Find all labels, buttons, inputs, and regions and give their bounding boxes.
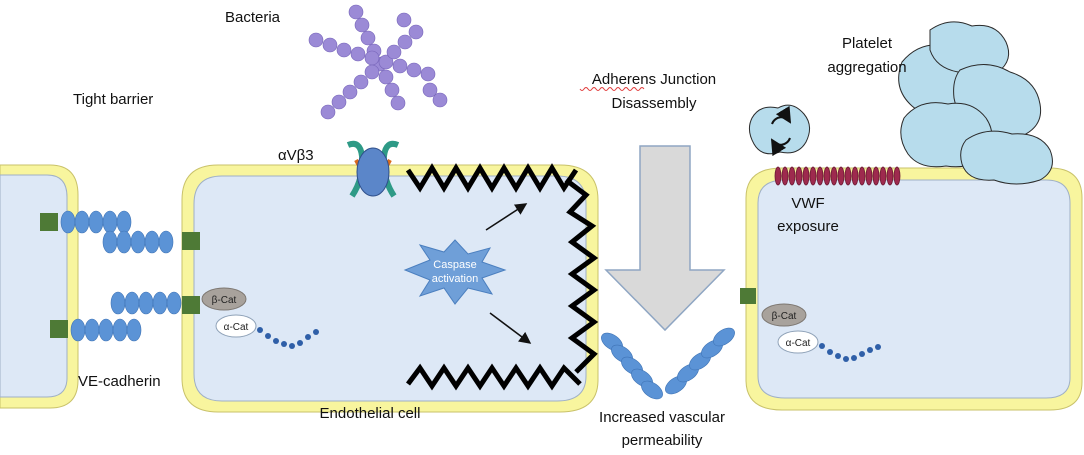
released-ve-cadherin [601, 327, 735, 400]
permeability-line2: permeability [622, 432, 703, 449]
catenin-complex-right: β-Cat α-Cat [761, 303, 881, 362]
adherens-spellcheck-underline [579, 87, 645, 91]
activation-cycle-icon [770, 105, 792, 157]
catenin-complex-middle: β-Cat α-Cat [201, 287, 319, 349]
endothelial-cell-label: Endothelial cell [320, 405, 421, 422]
vwf-line1: VWF [791, 195, 824, 212]
adherens-line2: Disassembly [611, 95, 697, 112]
disrupted-junction-edges [405, 163, 599, 391]
platelet-line1: Platelet [842, 35, 893, 52]
caspase-line1: Caspase [433, 259, 476, 271]
platelet-line2: aggregation [827, 59, 906, 76]
alpha-cat-right-label: α-Cat [786, 338, 811, 349]
vwf-line2: exposure [777, 218, 839, 235]
junction-square [50, 320, 68, 338]
integrin-receptor [346, 140, 400, 198]
platelet-cluster [748, 21, 1053, 185]
junction-square [182, 296, 200, 314]
adherens-line1: Adherens Junction [592, 71, 716, 88]
bacteria-chains [308, 4, 448, 120]
caspase-activation-burst: Caspase activation [403, 239, 507, 305]
beta-cat-middle-label: β-Cat [212, 295, 237, 306]
caspase-line2: activation [432, 273, 478, 285]
junction-square [182, 232, 200, 250]
beta-cat-right-label: β-Cat [772, 311, 797, 322]
permeability-line1: Increased vascular [599, 409, 725, 426]
junction-square [40, 213, 58, 231]
ve-cadherin-complex [40, 210, 200, 342]
left-cell [0, 164, 79, 409]
junction-square-right [740, 288, 756, 304]
caspase-arrow-up [485, 203, 528, 231]
integrin-label: αVβ3 [278, 147, 314, 164]
vwf-coil [774, 166, 901, 186]
disassembly-arrow [604, 145, 726, 332]
bacteria-label: Bacteria [225, 9, 281, 26]
alpha-cat-middle-label: α-Cat [224, 322, 249, 333]
caspase-arrow-down [489, 312, 532, 344]
tight-barrier-label: Tight barrier [73, 91, 153, 108]
ve-cadherin-label: VE-cadherin [78, 373, 161, 390]
